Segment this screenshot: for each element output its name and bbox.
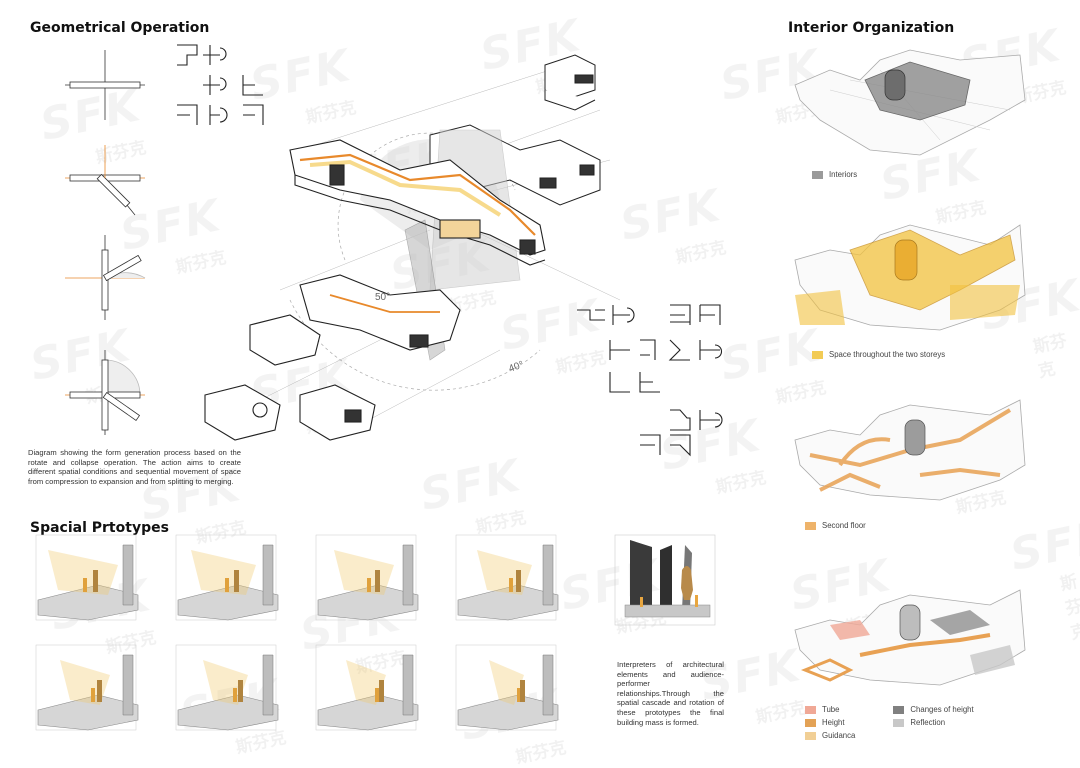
legend-label: Tube <box>822 705 840 714</box>
geometrical-operation-title: Geometrical Operation <box>30 20 210 36</box>
lower-volume-a <box>299 274 461 351</box>
plan-glyph-grid-right <box>577 304 723 457</box>
legend-item: Changes of height <box>893 705 974 714</box>
spacial-prototypes-title: Spacial Prtotypes <box>30 520 169 536</box>
legend-swatch <box>893 718 905 727</box>
interior-legend-4: Tube Height Guidanca Changes of height R… <box>805 705 974 740</box>
legend-label: Changes of height <box>910 705 974 714</box>
legend-item: Interiors <box>812 170 857 179</box>
legend-label: Space throughout the two storeys <box>829 350 946 359</box>
interior-legend-3: Second floor <box>805 521 866 530</box>
geometrical-operation-description: Diagram showing the form generation proc… <box>28 448 241 486</box>
legend-swatch <box>805 705 816 714</box>
legend-label: Height <box>822 718 845 727</box>
interior-legend-2: Space throughout the two storeys <box>812 350 945 359</box>
prototype-models-grid <box>35 534 559 731</box>
legend-swatch <box>805 731 816 740</box>
prototype-model-7 <box>315 644 419 731</box>
prototype-model-2 <box>175 534 279 621</box>
legend-swatch <box>812 350 823 359</box>
lower-volume-b <box>204 314 376 441</box>
interior-panel-second-floor <box>794 399 1026 501</box>
legend-swatch <box>805 718 816 727</box>
interior-panel-circulation <box>794 589 1026 686</box>
legend-label: Interiors <box>829 170 858 179</box>
legend-item: Guidanca <box>805 731 855 740</box>
legend-label: Guidanca <box>822 731 856 740</box>
rotation-step-2 <box>65 145 145 216</box>
interior-organization-title: Interior Organization <box>788 20 955 36</box>
legend-item: Height <box>805 718 855 727</box>
rotation-step-1 <box>65 50 145 120</box>
prototype-model-4 <box>455 534 559 621</box>
legend-swatch <box>805 521 816 530</box>
angle-label-40: 40° <box>507 359 525 375</box>
prototype-model-8 <box>455 644 559 731</box>
watermark-cn: 斯芬克 <box>1031 331 1069 383</box>
watermark-cn: 斯芬克 <box>1058 571 1080 644</box>
interior-panel-interiors <box>794 49 1026 156</box>
plan-glyph-grid-top <box>177 44 264 125</box>
legend-label: Second floor <box>822 521 866 530</box>
legend-item: Reflection <box>893 718 973 727</box>
rotation-step-4 <box>65 350 145 435</box>
legend-item: Space throughout the two storeys <box>812 350 945 359</box>
legend-label: Reflection <box>910 718 946 727</box>
prototype-model-1 <box>35 534 139 621</box>
legend-swatch <box>812 170 823 179</box>
legend-swatch <box>893 705 905 714</box>
interior-panel-double-height <box>794 224 1026 331</box>
exploded-axonometric-diagram: 50° 40° <box>204 54 621 441</box>
floating-volume-top <box>544 54 596 111</box>
rotation-step-3 <box>65 235 146 320</box>
legend-item: Second floor <box>805 521 866 530</box>
prototype-model-6 <box>175 644 279 731</box>
prototype-model-3 <box>315 534 419 621</box>
interior-legend-1: Interiors <box>812 170 857 179</box>
prototypes-description: Interpreters of architectural elements a… <box>617 660 724 727</box>
angle-label-50: 50° <box>375 292 390 303</box>
main-building-volume <box>289 139 546 266</box>
prototype-statue-model <box>614 534 716 626</box>
rotation-steps-diagram <box>65 50 146 435</box>
prototype-model-5 <box>35 644 139 731</box>
legend-item: Tube <box>805 705 855 714</box>
